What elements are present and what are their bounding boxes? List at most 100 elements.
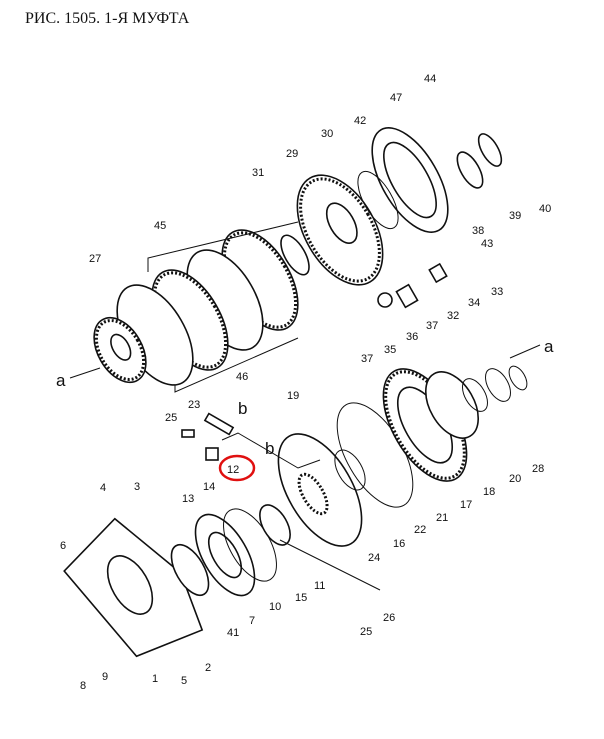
callout-highlighted: 12 — [227, 464, 239, 476]
diagram-part — [477, 133, 503, 167]
callout: 14 — [203, 481, 215, 493]
diagram-part — [334, 449, 366, 491]
diagram-part — [147, 221, 299, 272]
callout: 19 — [287, 390, 299, 402]
diagram-part — [297, 472, 329, 516]
callout: 37 — [426, 320, 438, 332]
callout: 29 — [286, 148, 298, 160]
diagram-part — [428, 262, 448, 284]
callout: 1 — [152, 673, 158, 685]
diagram-part — [207, 531, 243, 579]
callout: 13 — [182, 493, 194, 505]
diagram-part — [395, 283, 419, 309]
callout: b — [238, 399, 247, 418]
callout: 20 — [509, 473, 521, 485]
diagram-part — [203, 412, 235, 436]
callout: 6 — [60, 540, 66, 552]
diagram-part — [280, 234, 310, 276]
callout: 36 — [406, 331, 418, 343]
callout: 25 — [360, 626, 372, 638]
diagram-part — [299, 177, 381, 283]
callout: 4 — [100, 482, 106, 494]
callout: 10 — [269, 601, 281, 613]
callout: 15 — [295, 592, 307, 604]
callout: 11 — [314, 580, 325, 592]
figure-title: РИС. 1505. 1-Я МУФТА — [25, 10, 190, 27]
callout: 39 — [509, 210, 521, 222]
diagram-part — [325, 202, 358, 244]
callout: 38 — [472, 225, 484, 237]
callout: 43 — [481, 238, 493, 250]
callout-labels: 44 47 42 30 29 31 45 27 38 39 40 43 33 3… — [56, 73, 554, 692]
diagram-part — [221, 432, 321, 469]
diagram-part — [205, 447, 219, 461]
diagram-part — [170, 543, 210, 597]
callout: 47 — [390, 92, 402, 104]
callout: 46 — [236, 371, 248, 383]
callout: b — [265, 439, 274, 458]
diagram-part — [508, 365, 528, 391]
callout: 22 — [414, 524, 426, 536]
diagram-part — [357, 170, 399, 230]
diagram-part — [110, 333, 132, 361]
callout: 21 — [436, 512, 448, 524]
diagram-part — [334, 449, 366, 491]
callout: 31 — [252, 167, 264, 179]
diagram-part — [485, 368, 511, 402]
diagram-part — [508, 365, 528, 391]
diagram-part — [371, 127, 449, 233]
diagram-part — [174, 337, 299, 393]
diagram-part — [69, 367, 101, 379]
highlight-circle — [218, 454, 256, 482]
callout: 9 — [102, 671, 108, 683]
bearing-39 — [477, 133, 503, 167]
diagram-part — [63, 517, 204, 658]
diagram-part — [94, 319, 146, 381]
diagram-part — [277, 433, 363, 547]
callout: 24 — [368, 552, 380, 564]
diagram-part — [170, 543, 210, 597]
callout: 33 — [491, 286, 503, 298]
callout: a — [544, 337, 554, 356]
callout: 41 — [227, 627, 239, 639]
callout: 28 — [532, 463, 544, 475]
diagram-part — [383, 141, 437, 219]
diagram-part — [194, 513, 256, 597]
callout: 7 — [249, 615, 255, 627]
diagram-part — [377, 292, 393, 308]
diagram-part — [279, 539, 381, 591]
ring-30 — [357, 170, 399, 230]
callout: 37 — [361, 353, 373, 365]
callout: 18 — [483, 486, 495, 498]
lower-assembly — [63, 365, 528, 658]
diagram-part — [462, 378, 488, 412]
callout: 17 — [460, 499, 472, 511]
callout: 5 — [181, 675, 187, 687]
callout: 45 — [154, 220, 166, 232]
diagram-part — [462, 378, 488, 412]
callout: 30 — [321, 128, 333, 140]
callout: a — [56, 371, 66, 390]
diagram-part — [259, 504, 291, 546]
bearing-38 — [456, 151, 484, 189]
callout: 35 — [384, 344, 396, 356]
upper-assembly — [69, 127, 541, 393]
diagram-part — [181, 429, 195, 438]
diagram-part — [259, 504, 291, 546]
diagram-part — [456, 151, 484, 189]
diagram-part — [296, 174, 384, 286]
diagram-part — [509, 344, 541, 359]
callout: 16 — [393, 538, 405, 550]
callout: 27 — [89, 253, 101, 265]
diagram-part — [106, 555, 154, 615]
callout: 25 — [165, 412, 177, 424]
callout: 2 — [205, 662, 211, 674]
callout: 40 — [539, 203, 551, 215]
callout: 23 — [188, 399, 200, 411]
diagram-part — [93, 316, 147, 384]
diagram-part — [485, 368, 511, 402]
piston-11 — [277, 433, 363, 547]
callout: 8 — [80, 680, 86, 692]
hub-31 — [280, 234, 310, 276]
